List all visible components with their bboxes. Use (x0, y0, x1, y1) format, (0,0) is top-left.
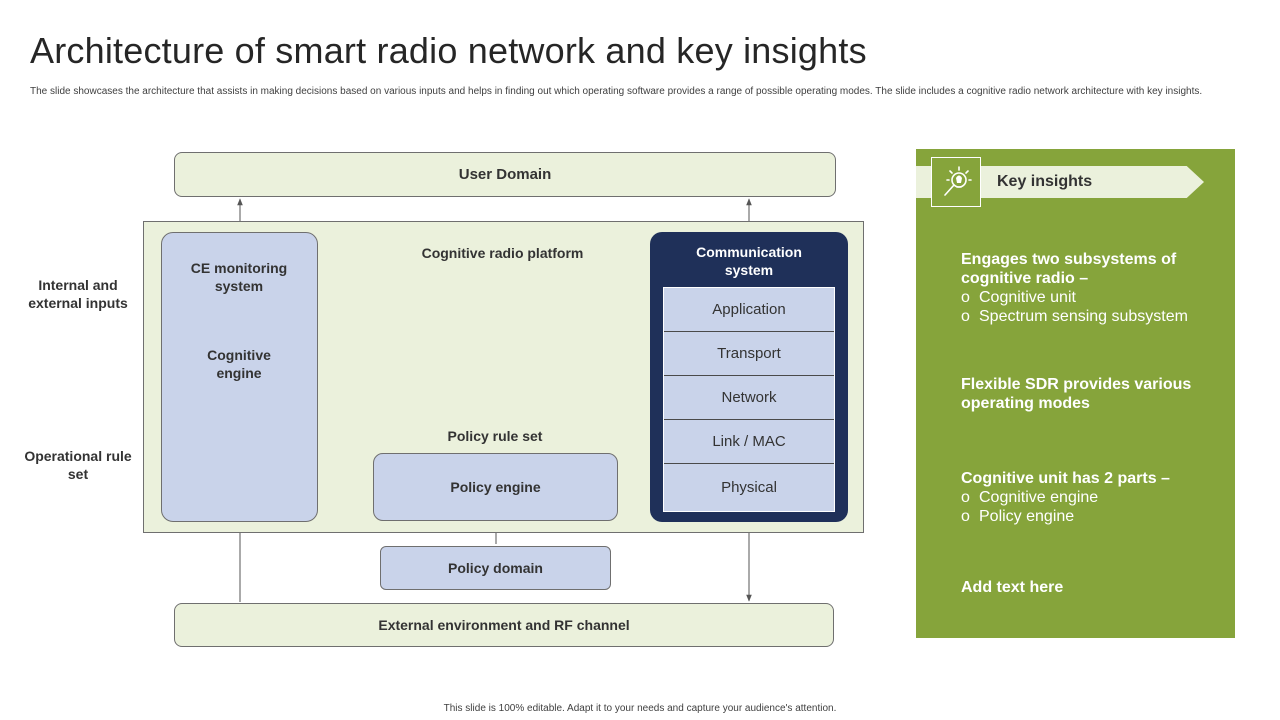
external-environment-label: External environment and RF channel (378, 617, 630, 633)
layer-application: Application (664, 288, 834, 332)
side-label-inputs: Internal and external inputs (28, 277, 128, 311)
slide-subtitle: The slide showcases the architecture tha… (30, 86, 1203, 97)
insights-icon-box (931, 157, 981, 207)
policy-domain-box: Policy domain (380, 546, 611, 590)
side-label-rules: Operational rule set (24, 448, 132, 482)
bullet-glyph: o (961, 508, 970, 525)
policy-engine-box: Policy engine (373, 453, 618, 521)
ce-monitoring-label: CE monitoring system (190, 260, 288, 294)
bullet-glyph: o (961, 489, 970, 506)
policy-rule-set-label: Policy rule set (447, 428, 543, 444)
user-domain-label: User Domain (458, 166, 552, 183)
layer-physical: Physical (664, 465, 834, 509)
insight-1-heading: Engages two subsystems of cognitive radi… (961, 251, 1177, 287)
slide-title: Architecture of smart radio network and … (30, 30, 867, 71)
external-environment-box: External environment and RF channel (174, 603, 834, 647)
cognitive-engine-label: Cognitive engine (207, 347, 271, 381)
insight-3-heading: Cognitive unit has 2 parts – (961, 470, 1170, 487)
policy-domain-label: Policy domain (448, 560, 543, 576)
key-insights-panel (916, 149, 1235, 638)
insight-item-2: Flexible SDR provides various operating … (961, 375, 1226, 413)
user-domain-box: User Domain (174, 152, 836, 197)
communication-system-label: Communication system (696, 244, 802, 278)
bullet-glyph: o (961, 289, 970, 306)
layer-link-mac: Link / MAC (664, 420, 834, 464)
layer-transport: Transport (664, 332, 834, 376)
bullet-glyph: o (961, 308, 970, 325)
insight-item-1: Engages two subsystems of cognitive radi… (961, 250, 1226, 326)
layer-network: Network (664, 376, 834, 420)
policy-engine-label: Policy engine (450, 479, 541, 495)
slide-footer: This slide is 100% editable. Adapt it to… (443, 703, 837, 714)
lightbulb-search-icon (944, 166, 972, 196)
insight-2-heading: Flexible SDR provides various operating … (961, 376, 1192, 412)
key-insights-header: Key insights (997, 173, 1093, 190)
insight-4-heading: Add text here (961, 579, 1064, 596)
ce-monitoring-box (161, 232, 318, 522)
platform-label: Cognitive radio platform (421, 245, 584, 261)
insight-item-4: Add text here (961, 578, 1226, 597)
